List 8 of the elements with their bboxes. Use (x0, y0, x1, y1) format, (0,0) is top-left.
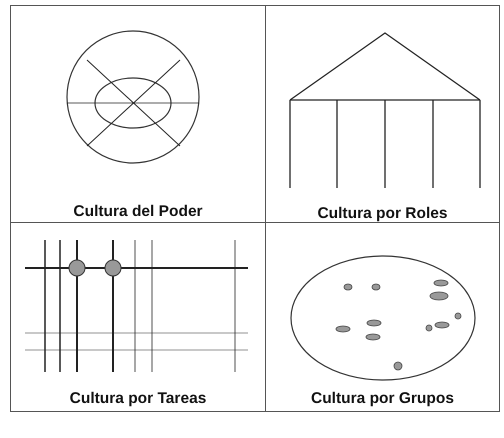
table-cell (265, 222, 500, 412)
cell-caption: Cultura por Tareas (70, 390, 206, 407)
cell-caption: Cultura por Roles (317, 205, 448, 222)
table-cell (265, 5, 500, 223)
table-cell (10, 5, 266, 223)
cell-caption: Cultura del Poder (73, 203, 203, 220)
table-cell (10, 222, 266, 412)
cell-caption: Cultura por Grupos (311, 390, 454, 407)
